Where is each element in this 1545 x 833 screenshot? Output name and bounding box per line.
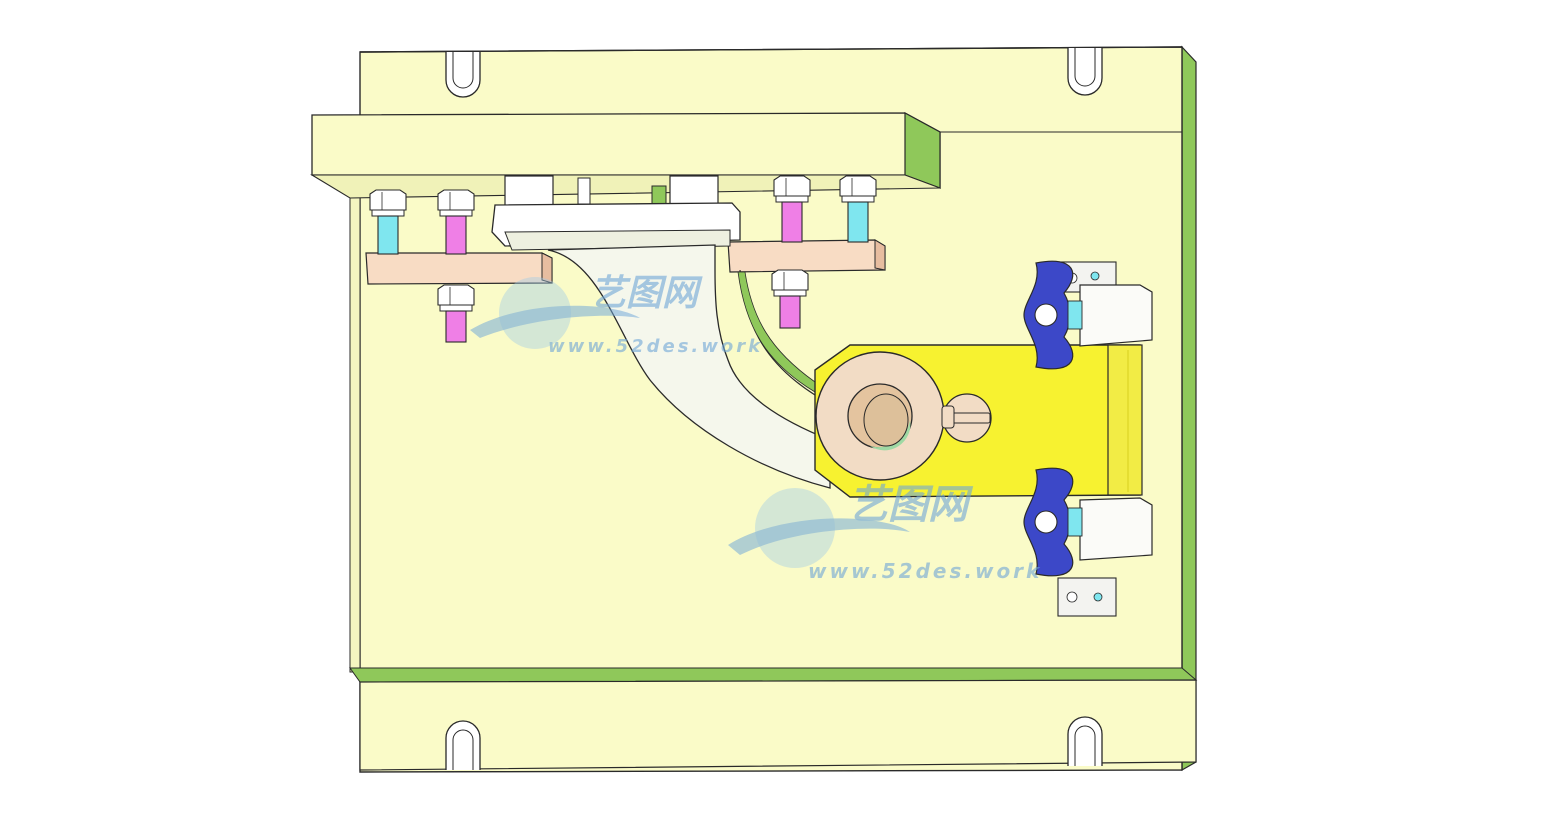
clamp-knob-lower[interactable] <box>1023 467 1083 577</box>
base-plate-right-edge <box>1181 45 1197 772</box>
slot-bottom-right <box>1067 716 1103 766</box>
slot-top-right <box>1067 48 1103 96</box>
bushing-hole-shadow <box>870 420 911 451</box>
bolt-cyan-1-head <box>369 189 407 211</box>
bolt-magenta-1-shaft <box>445 215 467 255</box>
bolt-magenta-4-head <box>771 269 809 291</box>
bolt-magenta-2 <box>773 175 811 243</box>
mount-hole-1 <box>1090 271 1100 281</box>
bolt-magenta-3-washer <box>439 304 473 312</box>
center-clamp-block <box>491 175 741 251</box>
bolt-magenta-1-head <box>437 189 475 211</box>
bolt-magenta-4-shaft <box>779 295 801 329</box>
bolt-magenta-1 <box>437 189 475 255</box>
right-bracket <box>727 239 886 273</box>
bolt-magenta-3-shaft <box>445 310 467 343</box>
watermark-swoosh-upper <box>470 305 640 338</box>
bolt-cyan-2-washer <box>841 195 875 203</box>
screw-tab <box>941 405 955 429</box>
bolt-magenta-4 <box>771 269 809 329</box>
base-plate-left-panel <box>349 194 361 673</box>
knob-group <box>1023 260 1083 577</box>
watermark-url-lower: www.52des.work <box>808 559 1042 583</box>
bolt-magenta-4-washer <box>773 289 807 297</box>
bolt-cyan-1-shaft <box>377 215 399 255</box>
slot-bottom-left-inner <box>452 729 474 770</box>
clamp-block-top-left <box>504 175 554 207</box>
clamp-pin <box>577 177 591 205</box>
bolt-magenta-2-shaft <box>781 201 803 243</box>
bolt-cyan-1 <box>369 189 407 255</box>
watermark-brand-upper: 艺图网 <box>590 273 703 314</box>
watermark-upper: 艺图网 www.52des.work <box>470 273 763 357</box>
left-bracket-side <box>541 252 553 284</box>
left-bracket-assembly <box>365 252 553 285</box>
yellow-clamp-block <box>814 344 1143 498</box>
bolt-magenta-3-head <box>437 284 475 306</box>
yellow-block-side <box>1107 344 1143 496</box>
bushing-bore <box>863 393 909 447</box>
bolt-cyan-2 <box>839 175 877 243</box>
slot-top-left <box>445 52 481 98</box>
clamp-block-top-right <box>669 175 719 207</box>
bolt-cyan-1-washer <box>371 209 405 217</box>
slot-top-right-inner <box>1074 48 1096 87</box>
right-bracket-assembly <box>727 239 886 273</box>
right-bracket-side <box>874 239 886 271</box>
bolt-group <box>369 175 877 343</box>
bolt-magenta-3 <box>437 284 475 343</box>
clamp-knob-lower-center <box>1034 510 1058 534</box>
watermark-lower: 艺图网 www.52des.work <box>728 482 1042 583</box>
clamp-knob-upper[interactable] <box>1023 260 1083 370</box>
bolt-cyan-2-head <box>839 175 877 197</box>
channel-body <box>547 244 831 489</box>
slot-bottom-left <box>445 720 481 770</box>
clamp-knob-upper-stem <box>1067 300 1083 330</box>
watermark-brand-lower: 艺图网 <box>848 482 974 528</box>
slot-bottom-right-inner <box>1074 725 1096 766</box>
clamp-knob-lower-stem <box>1067 507 1083 537</box>
bolt-magenta-2-head <box>773 175 811 197</box>
mount-hole-2 <box>1093 592 1103 602</box>
upper-steel-block <box>1079 284 1153 347</box>
slot-top-left-inner <box>452 52 474 89</box>
bottom-rail-face <box>359 679 1197 771</box>
mount-hole-3 <box>1066 591 1078 603</box>
curved-channel <box>547 244 831 489</box>
mounting-slots <box>445 48 1103 770</box>
watermark-swoosh-lower <box>728 518 910 555</box>
base-plate-top-edge <box>359 46 1183 53</box>
bolt-magenta-2-washer <box>775 195 809 203</box>
clamp-knob-upper-center <box>1034 303 1058 327</box>
bolt-magenta-1-washer <box>439 209 473 217</box>
watermark-url-upper: www.52des.work <box>548 336 763 357</box>
clamp-pin-green <box>651 185 667 205</box>
lower-steel-block <box>1079 497 1153 561</box>
bolt-cyan-2-shaft <box>847 201 869 243</box>
clamp-plate-lower <box>504 229 731 251</box>
